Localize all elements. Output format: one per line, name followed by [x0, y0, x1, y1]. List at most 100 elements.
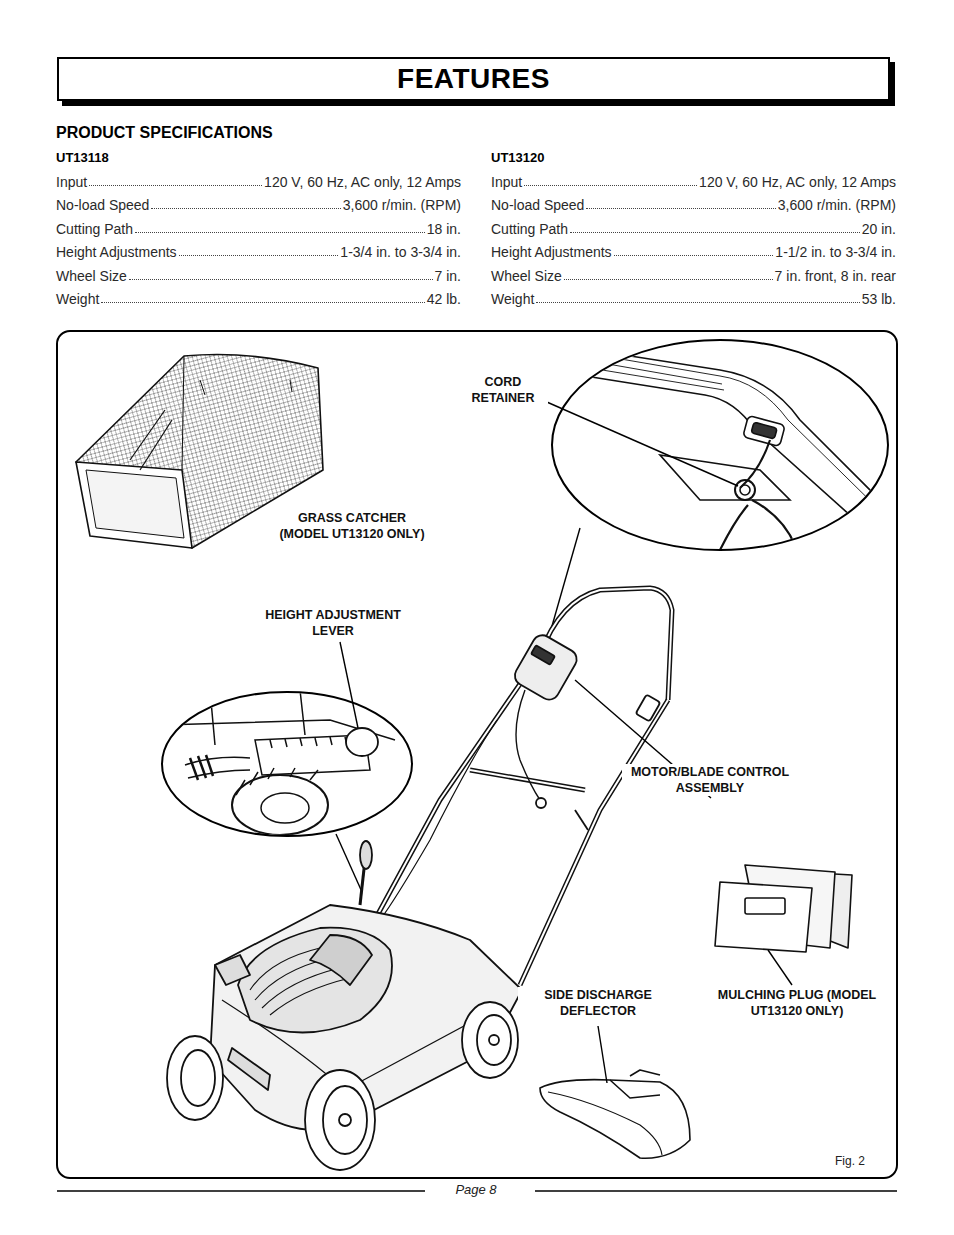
illustration-part — [540, 1080, 690, 1159]
spec-value: 7 in. front, 8 in. rear — [775, 268, 896, 284]
illustration-part — [210, 690, 305, 745]
spec-key-slot: Cutting Path — [56, 221, 133, 237]
illustration-part — [470, 770, 585, 790]
illustration-part — [76, 462, 192, 548]
illustration-part — [743, 415, 785, 446]
illustration-part — [238, 928, 392, 1033]
dot-leader — [570, 232, 860, 233]
spec-name: Height Adjustments — [56, 244, 177, 260]
leader-line — [340, 642, 358, 728]
spec-value: 53 lb. — [862, 291, 896, 307]
illustration-part — [560, 372, 900, 560]
illustration-part — [232, 775, 328, 835]
illustration-part — [630, 1070, 660, 1076]
illustration-part — [372, 655, 540, 925]
illustration-part — [520, 700, 668, 985]
dot-leader — [151, 208, 340, 209]
spec-row: No-load Speed 3,600 r/min. (RPM) — [56, 193, 461, 213]
illustration-part — [536, 798, 546, 808]
illustration-part — [167, 1036, 223, 1120]
handle-detail — [560, 345, 920, 560]
dot-leader — [614, 255, 774, 256]
dot-leader — [101, 302, 424, 303]
spec-name: No-load Speed — [491, 197, 584, 213]
spec-key-slot: Weight — [56, 291, 99, 307]
spec-key-slot: No-load Speed — [56, 197, 149, 213]
spec-value-slot: 42 lb. — [427, 291, 461, 307]
illustration-part — [310, 935, 372, 985]
spec-value: 120 V, 60 Hz, AC only, 12 Amps — [699, 174, 896, 190]
spec-row: Weight 42 lb. — [56, 287, 461, 307]
spec-key-slot: Wheel Size — [56, 268, 127, 284]
spec-value-slot: 3,600 r/min. (RPM) — [343, 197, 461, 213]
illustration-part — [720, 500, 800, 560]
illustration-part — [660, 455, 790, 500]
spec-key-slot: Cutting Path — [491, 221, 568, 237]
spec-key-slot: Input — [491, 174, 522, 190]
illustration-part — [181, 1050, 215, 1106]
spec-value: 3,600 r/min. (RPM) — [778, 197, 896, 213]
illustration-part — [305, 1070, 375, 1170]
illustration-part — [740, 440, 770, 488]
illustration-part — [372, 655, 540, 925]
spec-name: Wheel Size — [491, 268, 562, 284]
height-lever-detail — [160, 690, 395, 835]
spec-value-slot: 20 in. — [862, 221, 896, 237]
spec-row: Wheel Size 7 in. — [56, 264, 461, 284]
spec-key-slot: Input — [56, 174, 87, 190]
illustration-part — [380, 720, 497, 920]
spec-row: Input 120 V, 60 Hz, AC only, 12 Amps — [491, 170, 896, 190]
spec-value-slot: 120 V, 60 Hz, AC only, 12 Amps — [699, 174, 896, 190]
figure-number: Fig. 2 — [835, 1154, 865, 1168]
leader-line — [540, 399, 738, 486]
spec-name: Wheel Size — [56, 268, 127, 284]
model-number: UT13118 — [56, 150, 109, 165]
illustration-part — [610, 1080, 660, 1098]
illustration-part — [715, 882, 812, 952]
mulching-plug — [715, 865, 852, 952]
spec-name: Weight — [56, 291, 99, 307]
illustration-part — [261, 793, 309, 823]
illustration-part — [182, 356, 184, 470]
dot-leader — [129, 279, 433, 280]
spec-value: 7 in. — [435, 268, 461, 284]
spec-value-slot: 7 in. — [435, 268, 461, 284]
leader-line — [598, 1026, 607, 1083]
spec-value: 120 V, 60 Hz, AC only, 12 Amps — [264, 174, 461, 190]
spec-row: No-load Speed 3,600 r/min. (RPM) — [491, 193, 896, 213]
illustration-part — [477, 1015, 511, 1065]
illustration-part — [745, 898, 785, 914]
spec-name: Weight — [491, 291, 534, 307]
illustration-part — [636, 694, 661, 721]
spec-row: Height Adjustments 1-3/4 in. to 3-3/4 in. — [56, 240, 461, 260]
spec-key-slot: No-load Speed — [491, 197, 584, 213]
spec-value-slot: 120 V, 60 Hz, AC only, 12 Amps — [264, 174, 461, 190]
spec-value: 1-3/4 in. to 3-3/4 in. — [340, 244, 461, 260]
illustration-part — [511, 632, 580, 704]
spec-value: 3,600 r/min. (RPM) — [343, 197, 461, 213]
side-discharge-deflector — [540, 1070, 690, 1158]
part-label: MULCHING PLUG (MODEL UT13120 ONLY) — [717, 987, 877, 1019]
spec-value-slot: 3,600 r/min. (RPM) — [778, 197, 896, 213]
spec-name: Height Adjustments — [491, 244, 612, 260]
spec-value-slot: 1-1/2 in. to 3-3/4 in. — [775, 244, 896, 260]
illustration-part — [548, 1092, 662, 1155]
illustration-part — [575, 810, 588, 830]
detail-circle — [552, 340, 888, 550]
model-number: UT13120 — [491, 150, 544, 165]
dot-leader — [89, 185, 262, 186]
spec-value-slot: 53 lb. — [862, 291, 896, 307]
illustration-part — [270, 737, 347, 748]
spec-value-slot: 7 in. front, 8 in. rear — [775, 268, 896, 284]
illustration-part — [346, 728, 378, 756]
title-band: FEATURES — [57, 57, 890, 101]
illustration-part — [339, 1114, 351, 1126]
spec-name: Input — [56, 174, 87, 190]
dot-leader — [179, 255, 339, 256]
spec-row: Wheel Size 7 in. front, 8 in. rear — [491, 264, 896, 284]
spec-value: 42 lb. — [427, 291, 461, 307]
spec-row: Cutting Path 20 in. — [491, 217, 896, 237]
dot-leader — [524, 185, 697, 186]
spec-name: Cutting Path — [491, 221, 568, 237]
spec-key-slot: Weight — [491, 291, 534, 307]
